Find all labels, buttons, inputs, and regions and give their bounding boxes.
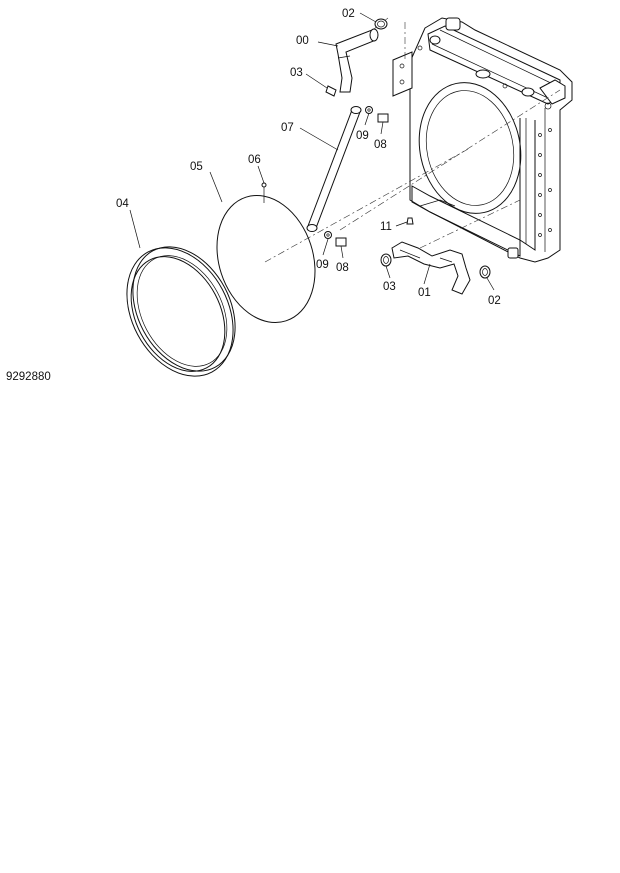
- callout-05: 05: [190, 161, 203, 173]
- callout-08-upper: 08: [374, 139, 387, 151]
- drawing-number: 9292880: [6, 371, 51, 383]
- callout-03-top: 03: [290, 67, 303, 79]
- callout-09-upper: 09: [356, 130, 369, 142]
- callout-09-lower: 09: [316, 259, 329, 271]
- callout-06: 06: [248, 154, 261, 166]
- seal-ring-05: [216, 194, 316, 324]
- callout-08-lower: 08: [336, 262, 349, 274]
- callout-04: 04: [116, 198, 129, 210]
- bolt-08-lower: [335, 237, 347, 247]
- screw-06: [261, 182, 267, 203]
- callout-01: 01: [418, 287, 431, 299]
- clamp-03-top: [325, 85, 337, 97]
- upper-hose-00: [335, 28, 379, 93]
- clamp-02-top: [374, 18, 388, 30]
- callout-02-bottom: 02: [488, 295, 501, 307]
- callout-00: 00: [296, 35, 309, 47]
- washer-09-lower: [324, 231, 332, 239]
- callout-03-bottom: 03: [383, 281, 396, 293]
- callout-02-top: 02: [342, 8, 355, 20]
- stay-rod-07: [306, 106, 362, 232]
- lower-hose-01: [391, 241, 471, 295]
- leader-lines: [129, 12, 495, 291]
- washer-09-upper: [365, 106, 373, 114]
- drain-plug-11: [406, 217, 414, 225]
- clamp-03-bottom: [380, 253, 392, 267]
- shroud-ring-04: [126, 246, 236, 377]
- callout-07: 07: [281, 122, 294, 134]
- bolt-08-upper: [377, 113, 389, 123]
- clamp-02-bottom: [479, 265, 491, 279]
- callout-11: 11: [380, 221, 392, 233]
- radiator-assembly: [392, 17, 573, 263]
